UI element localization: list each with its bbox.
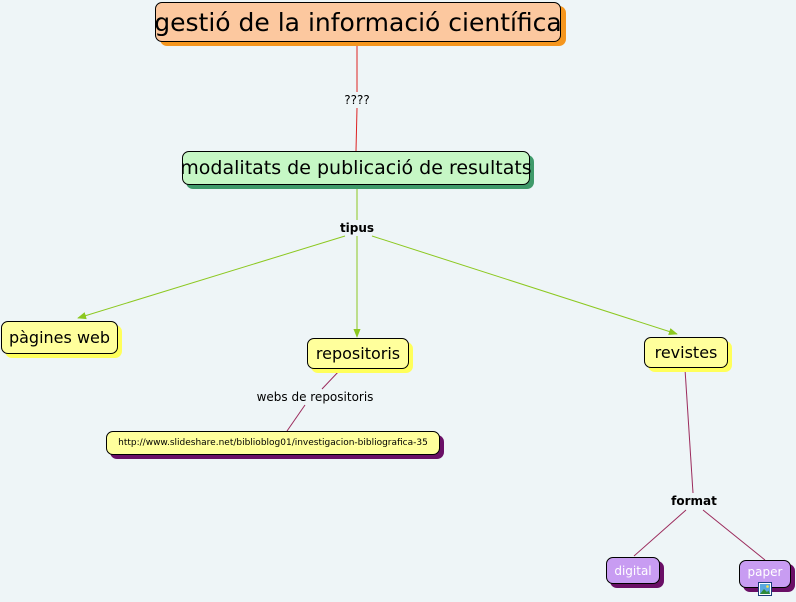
node-label: repositoris: [315, 344, 401, 363]
image-icon[interactable]: [758, 582, 772, 596]
node-label: pàgines web: [8, 328, 111, 347]
node-label: paper: [747, 565, 783, 579]
link-line-format-to-paper: [702, 509, 766, 561]
link-line-tipus-to-pagines-web: [77, 235, 346, 320]
link-line-repositoris-to-label: [321, 369, 341, 390]
node-revistes[interactable]: revistes: [644, 337, 728, 368]
node-repositoris[interactable]: repositoris: [307, 338, 409, 369]
node-gestio-informacio-cientifica[interactable]: gestió de la informació científica: [154, 2, 562, 42]
link-line-label-to-modalitats: [355, 107, 358, 152]
link-label-webs-de-repositoris: webs de repositoris: [254, 390, 376, 404]
link-label-tipus: tipus: [337, 221, 377, 235]
link-line-tipus-to-revistes: [371, 235, 678, 335]
node-modalitats-publicacio[interactable]: modalitats de publicació de resultats: [180, 151, 532, 185]
link-label-unknown: ????: [342, 93, 372, 107]
node-label: revistes: [654, 343, 718, 362]
node-label: gestió de la informació científica: [154, 7, 562, 37]
link-label-format: format: [669, 494, 719, 508]
node-slideshare-url[interactable]: http://www.slideshare.net/biblioblog01/i…: [106, 431, 440, 455]
node-paper[interactable]: paper: [739, 560, 791, 588]
link-line-label-to-url: [286, 404, 306, 432]
node-digital[interactable]: digital: [606, 557, 660, 584]
node-pagines-web[interactable]: pàgines web: [1, 321, 118, 354]
node-label: digital: [614, 563, 652, 578]
node-label: modalitats de publicació de resultats: [180, 157, 532, 179]
link-line-format-to-digital: [633, 509, 687, 557]
link-line-revistes-to-format: [684, 368, 694, 494]
node-label: http://www.slideshare.net/biblioblog01/i…: [118, 438, 428, 448]
